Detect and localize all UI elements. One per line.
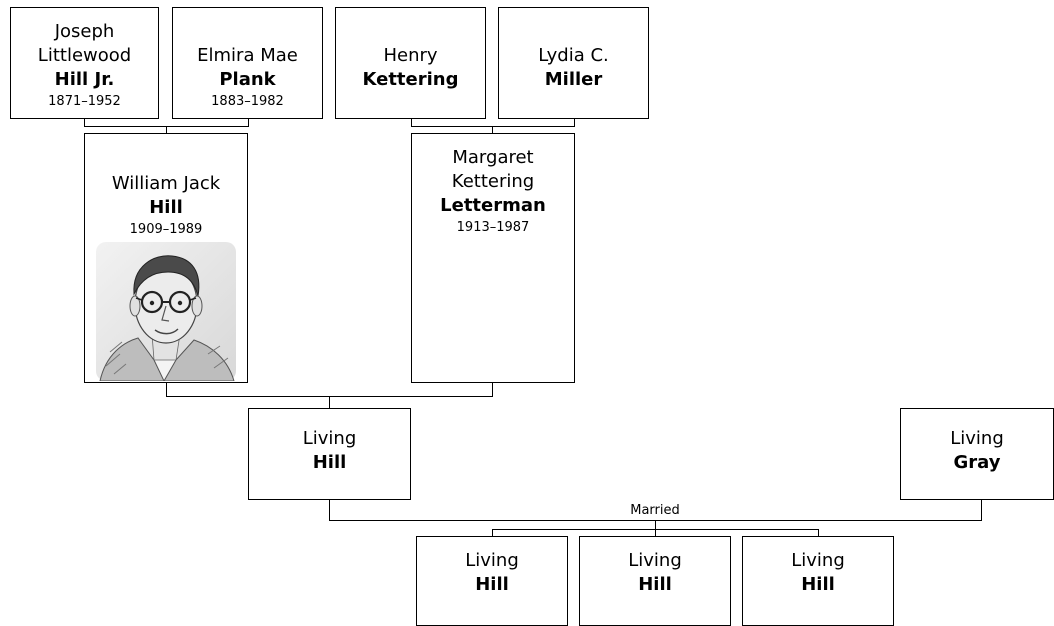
person-surname: Hill xyxy=(801,574,835,595)
connector-line xyxy=(492,126,493,134)
connector-line xyxy=(411,118,412,126)
person-given-name: Margaret Kettering xyxy=(451,147,535,192)
connector-line xyxy=(166,382,167,396)
person-dates: 1883–1982 xyxy=(211,94,284,109)
person-surname: Miller xyxy=(544,69,603,90)
person-card-father[interactable]: William Jack Hill 1909–1989 xyxy=(84,133,248,383)
person-given-name: Living xyxy=(465,550,519,571)
connector-line xyxy=(248,118,249,126)
person-surname: Plank xyxy=(219,69,276,90)
connector-line xyxy=(411,126,575,127)
person-surname: Hill xyxy=(312,452,347,473)
person-card-grandfather-paternal[interactable]: Joseph Littlewood Hill Jr. 1871–1952 xyxy=(10,7,159,119)
person-card-child[interactable]: Living Hill xyxy=(742,536,894,626)
person-given-name: Henry xyxy=(383,45,438,66)
person-card-child[interactable]: Living Hill xyxy=(416,536,568,626)
connector-line xyxy=(492,382,493,396)
person-surname: Hill xyxy=(149,197,183,218)
person-dates: 1909–1989 xyxy=(129,222,203,237)
person-given-name: Elmira Mae xyxy=(197,45,298,66)
person-given-name: Living xyxy=(302,428,357,449)
person-surname: Kettering xyxy=(362,69,459,90)
person-dates: 1913–1987 xyxy=(456,220,530,235)
person-surname: Letterman xyxy=(440,195,546,216)
person-card-grandmother-paternal[interactable]: Elmira Mae Plank 1883–1982 xyxy=(172,7,323,119)
person-given-name: Living xyxy=(791,550,845,571)
person-dates: 1871–1952 xyxy=(48,94,121,109)
portrait-photo xyxy=(96,242,236,381)
connector-line xyxy=(492,529,493,537)
connector-line xyxy=(818,529,819,537)
person-given-name: William Jack xyxy=(111,173,221,194)
connector-line xyxy=(166,126,167,134)
person-card-spouse[interactable]: Living Gray xyxy=(900,408,1054,500)
connector-line xyxy=(574,118,575,126)
connector-line xyxy=(655,520,656,529)
person-surname: Hill xyxy=(475,574,509,595)
marriage-label: Married xyxy=(630,503,680,518)
person-card-grandmother-maternal[interactable]: Lydia C. Miller xyxy=(498,7,649,119)
person-card-grandfather-maternal[interactable]: Henry Kettering xyxy=(335,7,486,119)
connector-line xyxy=(655,529,656,537)
connector-line xyxy=(981,499,982,520)
person-given-name: Joseph Littlewood xyxy=(37,21,132,66)
person-given-name: Living xyxy=(950,428,1004,449)
person-surname: Hill Jr. xyxy=(54,69,115,90)
person-card-child[interactable]: Living Hill xyxy=(579,536,731,626)
connector-line xyxy=(329,396,330,409)
person-surname: Hill xyxy=(638,574,672,595)
person-given-name: Living xyxy=(628,550,682,571)
connector-line xyxy=(84,118,85,126)
person-card-mother[interactable]: Margaret Kettering Letterman 1913–1987 xyxy=(411,133,575,383)
person-given-name: Lydia C. xyxy=(538,45,609,66)
person-surname: Gray xyxy=(953,452,1001,473)
person-card-subject[interactable]: Living Hill xyxy=(248,408,411,500)
connector-line xyxy=(329,499,330,520)
